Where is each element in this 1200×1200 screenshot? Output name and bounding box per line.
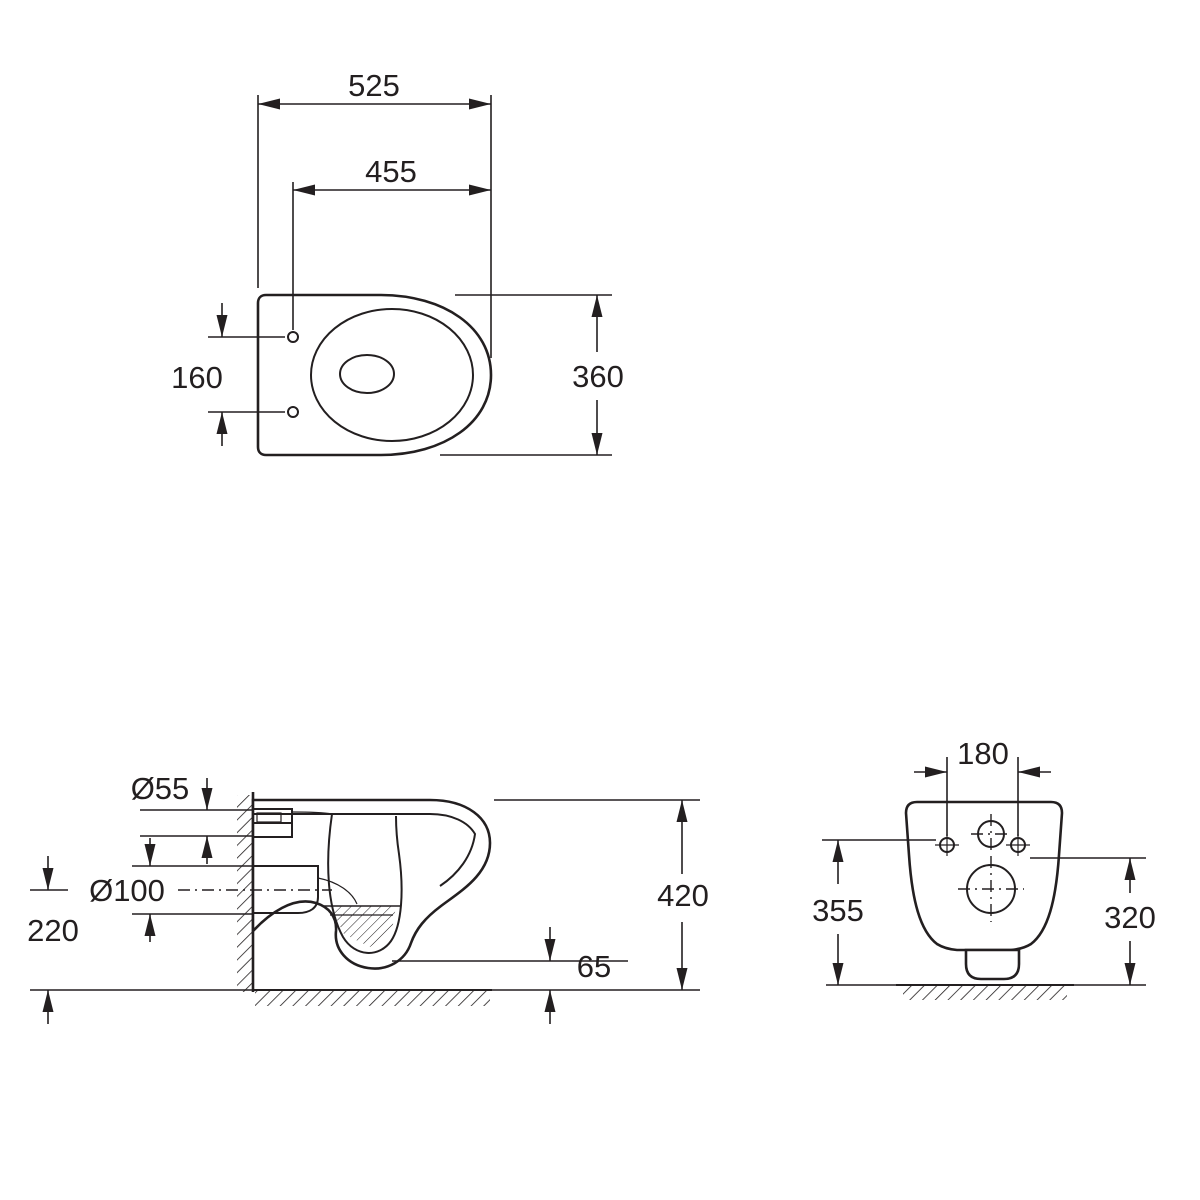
dim-overall-length: 525 (257, 68, 492, 358)
fixing-hole-left (935, 834, 959, 856)
dim-320-label: 320 (1104, 900, 1156, 935)
outlet-pipe (253, 865, 319, 914)
side-view: Ø55 Ø100 220 420 65 (27, 771, 709, 1024)
rim-line (253, 813, 477, 887)
dim-d100-label: Ø100 (89, 873, 165, 908)
dim-160-label: 160 (171, 360, 223, 395)
dim-fixing-spacing: 180 (914, 736, 1051, 836)
rear-outlet-circle (958, 856, 1024, 922)
dim-525-label: 525 (348, 68, 400, 103)
dim-total-height: 420 (494, 799, 709, 990)
inlet-connection (253, 808, 293, 838)
flush-channel (291, 811, 333, 815)
bowl-cavity (327, 813, 403, 954)
dim-220-label: 220 (27, 913, 79, 948)
wall-hatch (237, 795, 253, 992)
floor-hatch-rear (903, 985, 1067, 1000)
toilet-top-outline (256, 293, 493, 457)
dim-hole-spacing: 160 (171, 303, 285, 446)
rear-view: 180 355 320 (812, 736, 1156, 1000)
dim-outlet-diameter: Ø100 (89, 838, 253, 942)
dim-420-label: 420 (657, 878, 709, 913)
dim-inner-length: 455 (292, 154, 491, 330)
dim-355-label: 355 (812, 893, 864, 928)
inlet-valve (256, 812, 282, 823)
seat-hole-bottom (287, 406, 299, 418)
dim-inlet-diameter: Ø55 (131, 771, 253, 864)
floor-hatch-side (255, 990, 490, 1006)
fixing-hole-right (1006, 834, 1030, 856)
rear-outlet-cap (964, 948, 1021, 981)
dim-360-label: 360 (572, 359, 624, 394)
dim-455-label: 455 (365, 154, 417, 189)
dim-65-label: 65 (577, 949, 611, 984)
seat-opening (310, 308, 474, 442)
flush-outlet-top (339, 354, 395, 394)
dim-left-height: 355 (812, 839, 936, 985)
rear-inlet-circle (971, 814, 1011, 854)
dim-floor-clearance: 65 (392, 927, 628, 1024)
trap-line (317, 877, 358, 905)
dim-overall-width: 360 (440, 294, 624, 456)
dim-right-height: 320 (1030, 857, 1156, 985)
dim-outlet-height: 220 (27, 856, 79, 1024)
top-view: 525 455 360 160 (171, 68, 624, 457)
dim-180-label: 180 (957, 736, 1009, 771)
seat-hole-top (287, 331, 299, 343)
dim-d55-label: Ø55 (131, 771, 190, 806)
